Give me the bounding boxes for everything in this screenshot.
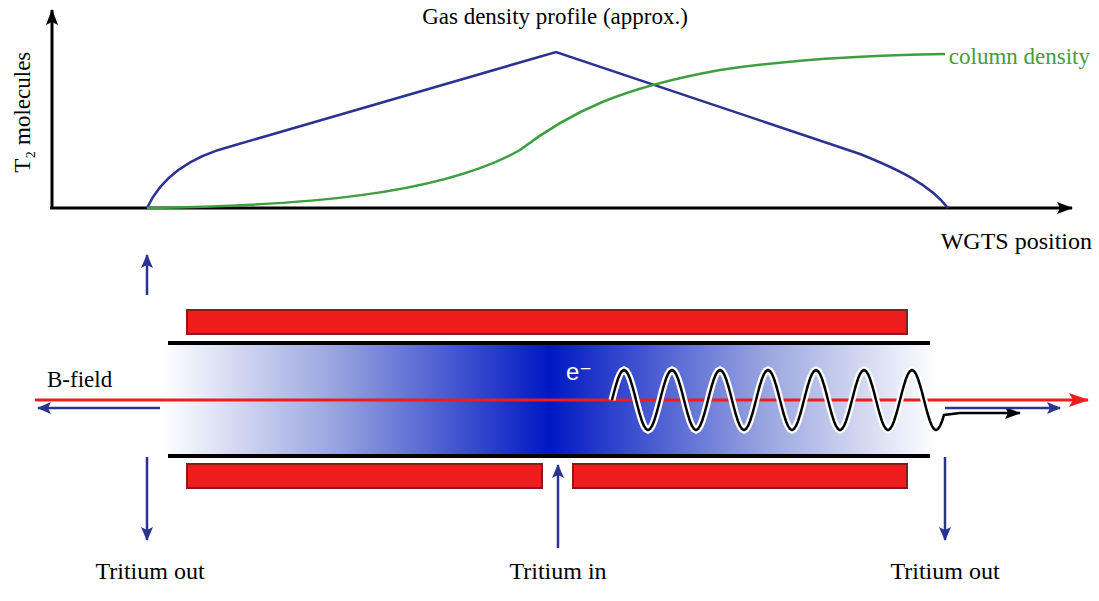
port-label: Tritium out xyxy=(95,558,204,586)
electron-track xyxy=(612,370,1020,430)
port-label: Tritium out xyxy=(890,558,999,586)
tube-wall xyxy=(168,341,930,345)
column-density-curve xyxy=(147,54,945,208)
tube-wall xyxy=(168,454,930,458)
magnet-coil xyxy=(187,310,907,334)
magnet-coil xyxy=(187,464,542,488)
plot-title: Gas density profile (approx.) xyxy=(422,4,688,30)
b-field-line xyxy=(35,399,1088,402)
plot-axes xyxy=(50,10,1072,209)
field-label: B-field xyxy=(47,367,112,393)
axis-label: WGTS position xyxy=(941,228,1092,256)
port-label: Tritium in xyxy=(509,558,606,586)
electron-label: e⁻ xyxy=(566,358,592,386)
curve-label: column density xyxy=(949,44,1090,70)
magnet-coil xyxy=(573,464,907,488)
axis-label: T₂ molecules xyxy=(11,51,37,172)
density-curve xyxy=(147,52,948,208)
flow-arrows xyxy=(38,255,1060,548)
